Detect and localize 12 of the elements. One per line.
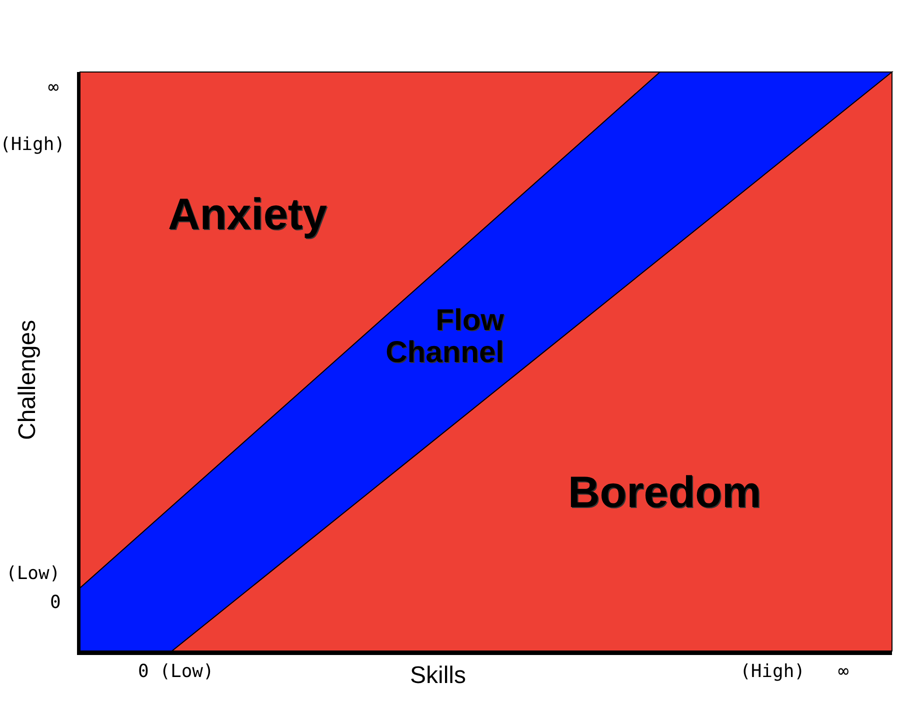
- axis-title: Challenges: [14, 320, 42, 440]
- axis-title: Skills: [410, 662, 466, 690]
- axis-tick-label: 0 (Low): [138, 661, 214, 682]
- axis-tick-label: ∞: [838, 661, 849, 682]
- region-label: Anxiety: [168, 192, 327, 238]
- axis-tick-label: 0: [50, 592, 61, 613]
- region-label: Boredom: [568, 470, 762, 516]
- axis-tick-label: ∞: [48, 77, 59, 98]
- region-label: Flow Channel: [384, 305, 504, 368]
- axis-tick-label: (High): [740, 661, 806, 682]
- axis-tick-label: (High): [0, 134, 66, 155]
- axis-tick-label: (Low): [6, 563, 60, 584]
